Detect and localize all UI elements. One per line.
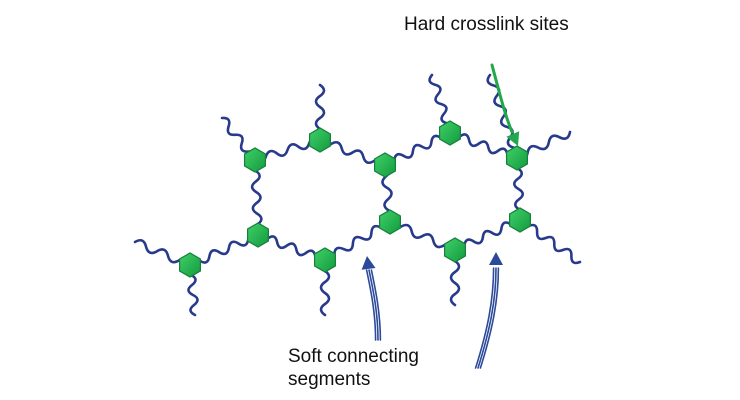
soft-connecting-segments-label: Soft connecting segments <box>288 345 419 391</box>
soft-segments <box>133 73 582 317</box>
dangling-chain-end <box>486 73 521 160</box>
hexagon-icon <box>506 145 529 171</box>
hard-site-arrow-icon <box>490 63 520 146</box>
hard-crosslink-sites-label: Hard crosslink sites <box>404 13 569 36</box>
hexagon-icon <box>314 247 336 273</box>
soft-segment-arrow-icon <box>361 256 382 341</box>
hexagon-icon <box>379 209 401 235</box>
hexagon-icon <box>509 207 532 233</box>
soft-segment-arrow-icon <box>474 252 503 369</box>
soft-label-line-2: segments <box>288 369 371 390</box>
hard-crosslink-sites <box>179 120 532 278</box>
hexagon-icon <box>374 152 396 178</box>
hexagon-icon <box>309 127 331 153</box>
hexagon-icon <box>444 237 466 263</box>
hard-label-text: Hard crosslink sites <box>404 14 569 35</box>
hexagon-icon <box>179 252 201 278</box>
pointer-arrows <box>361 63 520 369</box>
hexagon-icon <box>244 147 266 173</box>
hexagon-icon <box>247 222 269 248</box>
soft-label-line-1: Soft connecting <box>288 346 419 367</box>
hexagon-icon <box>439 120 461 146</box>
